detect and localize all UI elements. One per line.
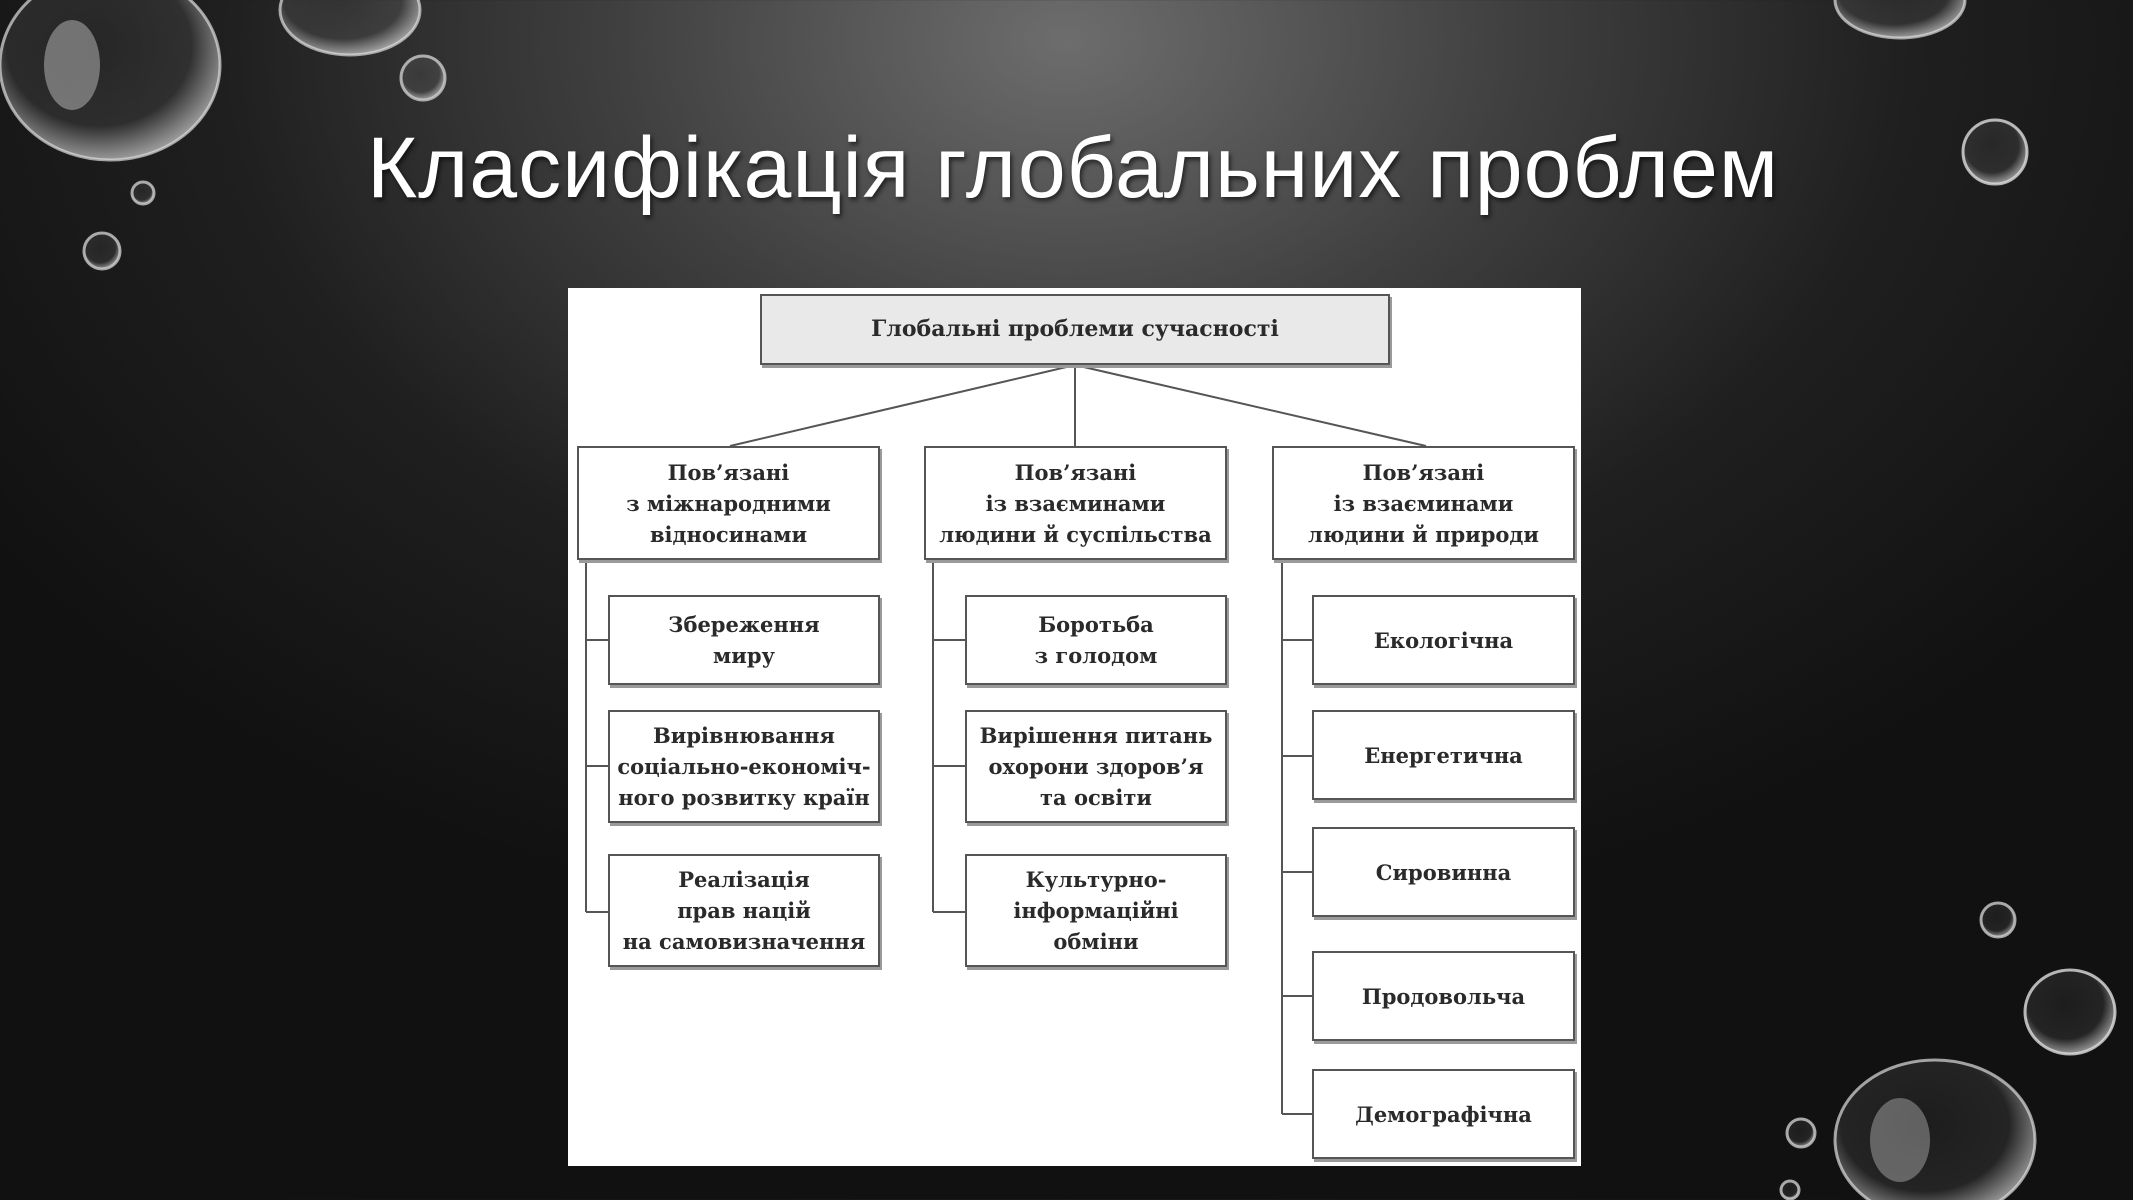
item-label-line: та освіти	[1040, 785, 1152, 810]
item-fight-hunger: Боротьба з голодом	[965, 595, 1227, 685]
category-human-nature: Пов’язані із взаєминами людини й природи	[1272, 446, 1575, 560]
item-label-line: Вирівнювання	[653, 723, 835, 748]
item-peace-preservation: Збереження миру	[608, 595, 880, 685]
item-label-line: охорони здоров’я	[988, 754, 1204, 779]
item-food: Продовольча	[1312, 951, 1575, 1041]
item-label-line: Демографічна	[1355, 1101, 1532, 1127]
category-label-line: людини й природи	[1308, 521, 1539, 547]
connector-root-right	[1074, 364, 1427, 447]
category-human-society: Пов’язані із взаєминами людини й суспіль…	[924, 446, 1227, 560]
item-ecological: Екологічна	[1312, 595, 1575, 685]
item-label-line: Екологічна	[1373, 627, 1514, 653]
diagram-connectors	[585, 364, 1427, 1115]
root-label: Глобальні проблеми сучасності	[871, 316, 1279, 342]
category-label-line: із взаєминами	[985, 490, 1166, 516]
item-label-line: Реалізація	[678, 867, 810, 892]
item-label-line: з голодом	[1034, 643, 1158, 668]
item-label-line: ного розвитку країн	[618, 785, 870, 810]
category-label-line: Пов’язані	[1014, 459, 1137, 485]
item-label-line: Культурно-	[1025, 867, 1167, 892]
category-label-line: із взаєминами	[1333, 490, 1514, 516]
item-demographic: Демографічна	[1312, 1069, 1575, 1159]
connector-root-left	[729, 364, 1076, 447]
item-label-line: інформаційні	[1013, 898, 1179, 923]
category-label-line: Пов’язані	[667, 459, 790, 485]
item-label-line: на самовизначення	[622, 929, 866, 954]
item-development-equalization: Вирівнювання соціально-економіч- ного ро…	[608, 710, 880, 823]
item-label-line: Збереження	[668, 612, 820, 637]
category-label-line: з міжнародними	[626, 490, 831, 516]
category-label-line: людини й суспільства	[939, 521, 1212, 547]
item-label-line: соціально-економіч-	[617, 754, 871, 779]
item-label-line: миру	[713, 643, 775, 668]
item-cultural-exchange: Культурно- інформаційні обміни	[965, 854, 1227, 967]
item-health-education: Вирішення питань охорони здоров’я та осв…	[965, 710, 1227, 823]
bubble-cluster-bottom-right	[1779, 901, 2117, 1200]
item-self-determination: Реалізація прав націй на самовизначення	[608, 854, 880, 967]
bubble-cluster-top-left	[0, 0, 447, 271]
classification-diagram: Глобальні проблеми сучасності Пов’язані …	[568, 288, 1581, 1166]
item-label-line: Вирішення питань	[979, 723, 1213, 748]
item-label-line: Продовольча	[1361, 983, 1526, 1009]
item-label-line: обміни	[1053, 929, 1139, 954]
bubble-cluster-top-right	[1833, 0, 2029, 186]
category-international-relations: Пов’язані з міжнародними відносинами	[577, 446, 880, 560]
slide-title: Класифікація глобальних проблем	[367, 120, 1779, 216]
item-label-line: Енергетична	[1364, 742, 1523, 768]
root-node: Глобальні проблеми сучасності	[760, 294, 1390, 365]
category-label-line: Пов’язані	[1362, 459, 1485, 485]
item-energy: Енергетична	[1312, 710, 1575, 800]
category-label-line: відносинами	[649, 521, 808, 547]
item-raw-materials: Сировинна	[1312, 827, 1575, 917]
item-label-line: Сировинна	[1375, 859, 1512, 885]
item-label-line: прав націй	[677, 898, 811, 923]
item-label-line: Боротьба	[1038, 612, 1154, 637]
